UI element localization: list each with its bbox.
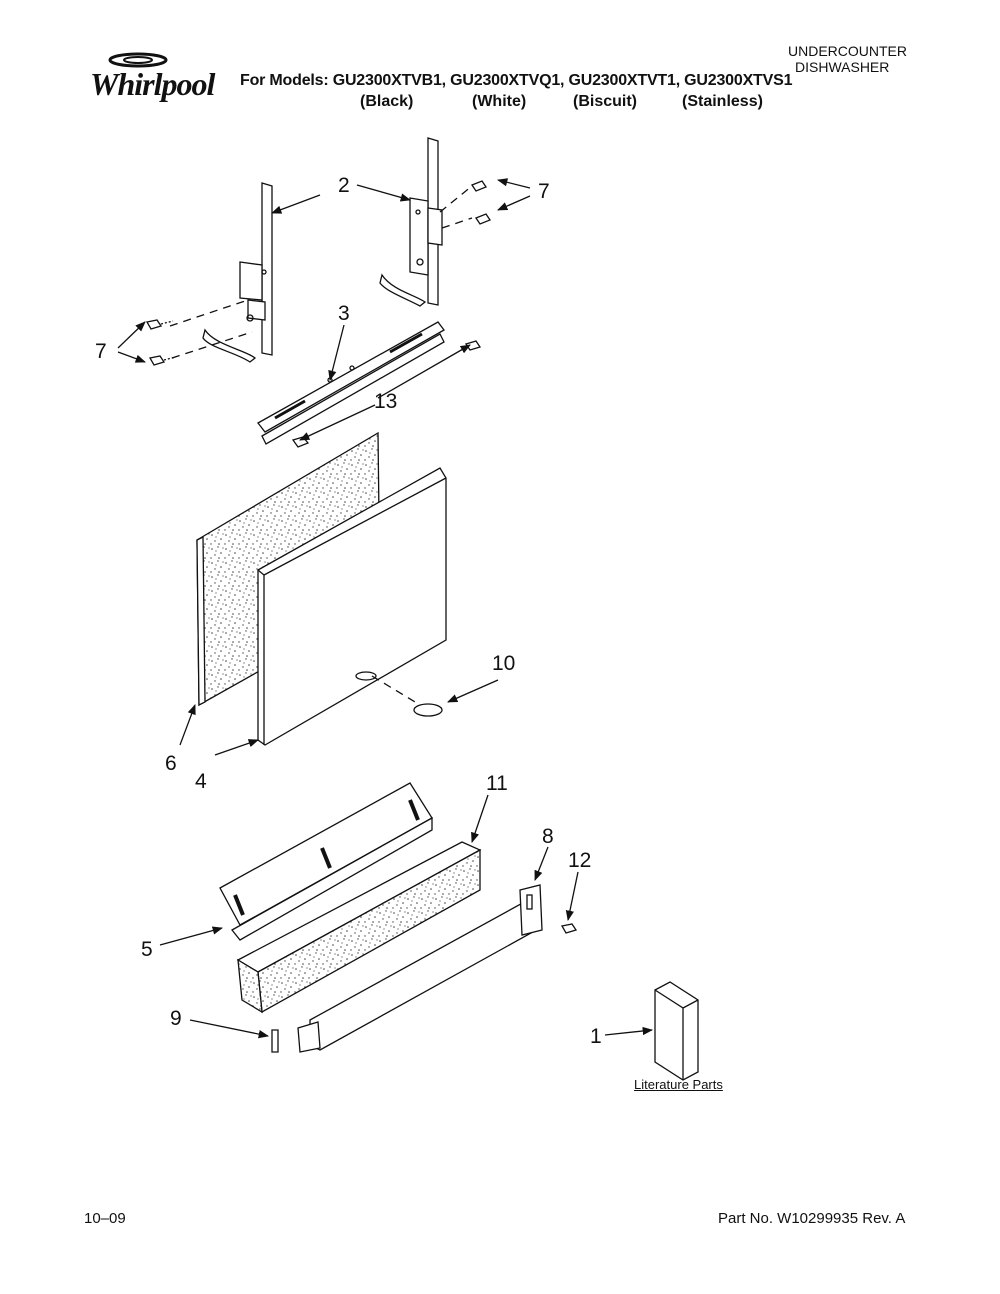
- whirlpool-logo: Whirlpool: [78, 50, 228, 102]
- callout-8: 8: [542, 825, 554, 848]
- callout-10: 10: [492, 652, 516, 675]
- callout-6: 6: [165, 752, 177, 775]
- toe-panel: [297, 884, 543, 1053]
- callout-13: 13: [374, 390, 398, 413]
- callout-2: 2: [338, 174, 350, 197]
- hinge-screws: [145, 180, 491, 366]
- toe-panel-screw: [560, 923, 578, 934]
- callout-7-right: 7: [538, 180, 550, 203]
- category-line-2: DISHWASHER: [795, 59, 890, 75]
- variant-stainless: (Stainless): [682, 93, 763, 110]
- left-hinge-bracket: [202, 182, 273, 363]
- literature-book-icon: [654, 981, 699, 1081]
- callout-9: 9: [170, 1007, 182, 1030]
- callout-11: 11: [486, 772, 508, 795]
- category-line-1: UNDERCOUNTER: [788, 43, 907, 59]
- variant-white: (White): [472, 93, 527, 110]
- callout-12: 12: [568, 849, 592, 872]
- toe-panel-bracket: [219, 782, 433, 941]
- callout-7-left: 7: [95, 340, 107, 363]
- alignment-lines: [169, 185, 473, 359]
- right-hinge-bracket: [379, 137, 443, 307]
- footer-date: 10–09: [84, 1210, 126, 1227]
- callout-4: 4: [195, 770, 207, 793]
- logo-swirl-icon: [108, 52, 168, 68]
- callout-5: 5: [141, 938, 153, 961]
- door-badge: [413, 703, 443, 717]
- toe-panel-clip: [271, 1029, 279, 1053]
- toe-insulation-block: [236, 841, 482, 1014]
- logo-text: Whirlpool: [90, 66, 215, 102]
- footer-part-number: Part No. W10299935 Rev. A: [718, 1210, 906, 1227]
- callout-1: 1: [590, 1025, 602, 1048]
- door-brace-bar: [257, 321, 445, 445]
- variant-biscuit: (Biscuit): [573, 93, 637, 110]
- callout-3: 3: [338, 302, 350, 325]
- variant-black: (Black): [360, 93, 414, 110]
- models-line: For Models: GU2300XTVB1, GU2300XTVQ1, GU…: [240, 72, 793, 89]
- literature-parts-label: Literature Parts: [634, 1077, 723, 1092]
- callout-arrows: [117, 178, 654, 1039]
